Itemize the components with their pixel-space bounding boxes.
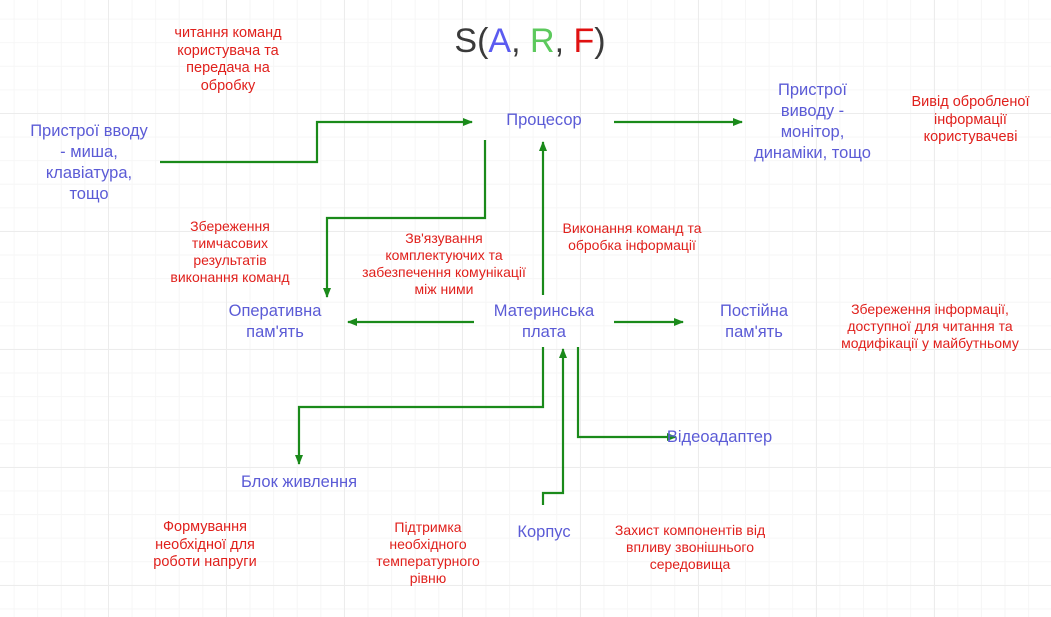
note-processor: Виконання команд та обробка інформації xyxy=(562,220,702,253)
node-output-devices: Пристрої виводу - монітор, динаміки, тощ… xyxy=(754,81,871,162)
node-power-supply: Блок живлення xyxy=(240,473,358,491)
note-power-supply: Формування необхідної для роботи напруги xyxy=(153,519,257,570)
note-rom: Збереження інформації, доступної для чит… xyxy=(841,301,1019,351)
title-f: F xyxy=(573,22,595,60)
node-ram: Оперативна пам'ять xyxy=(228,302,322,341)
node-case: Корпус xyxy=(517,523,571,541)
title-separator: , xyxy=(554,22,574,60)
arrow-case-to-motherboard xyxy=(541,348,567,505)
diagram-title: S(A, R, F) xyxy=(440,22,620,61)
title-separator: , xyxy=(511,22,530,60)
note-input-devices: читання команд користувача та передача н… xyxy=(174,25,282,94)
note-motherboard: Зв'язування комплектуючих та забезпеченн… xyxy=(362,230,526,297)
node-processor: Процесор xyxy=(506,111,582,129)
title-a: A xyxy=(488,22,512,60)
note-ram: Збереження тимчасових результатів викона… xyxy=(170,218,290,285)
node-video-adapter: Відеоадаптер xyxy=(666,428,773,446)
note-case: Захист компонентів від впливу звонішньог… xyxy=(614,522,766,572)
arrow-input-to-processor xyxy=(160,118,473,164)
node-rom: Постійна пам'ять xyxy=(719,302,788,341)
title-r: R xyxy=(530,22,555,60)
title-prefix: S( xyxy=(454,22,489,60)
note-output-devices: Вивід обробленої інформації користувачев… xyxy=(911,94,1030,145)
node-input-devices: Пристрої вводу - миша, клавіатура, тощо xyxy=(30,122,148,203)
note-cooling: Підтримка необхідного температурного рів… xyxy=(376,519,480,586)
arrow-motherboard-to-video xyxy=(576,347,677,441)
node-motherboard: Материнська плата xyxy=(493,302,595,341)
title-suffix: ) xyxy=(594,22,606,60)
arrow-processor-to-ram xyxy=(323,140,487,298)
arrow-motherboard-to-power xyxy=(295,347,545,465)
